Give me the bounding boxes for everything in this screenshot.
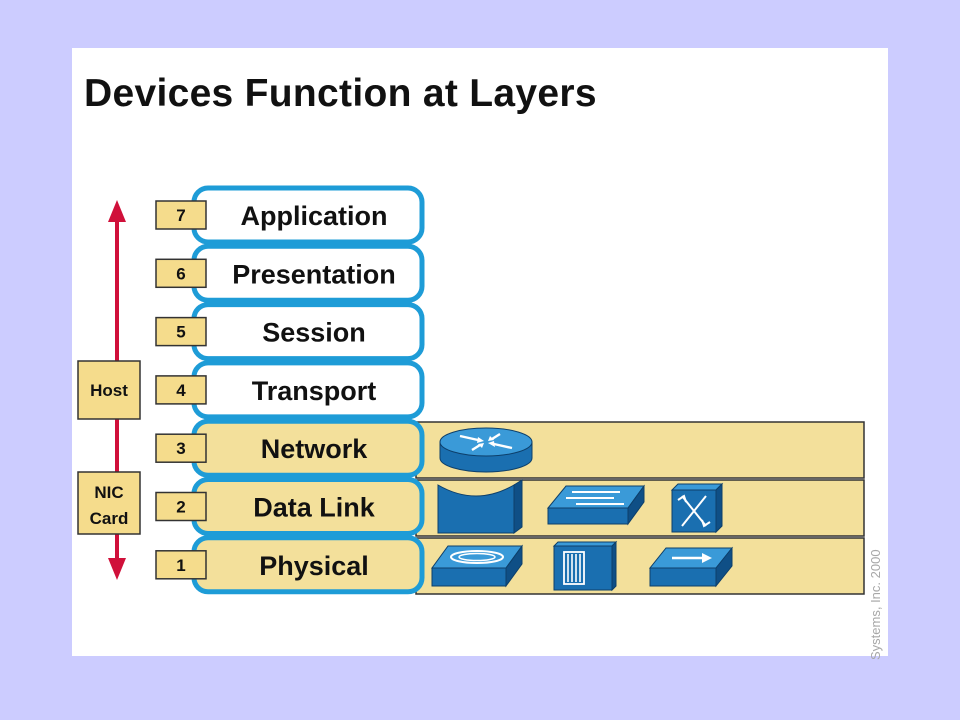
arrow-up-head [108,200,126,222]
layer-number: 1 [176,556,185,575]
layer-number: 4 [176,381,186,400]
router-icon [439,427,533,473]
repeater-icon [552,540,618,592]
layer-session: 5 Session [155,302,425,362]
slide-title: Devices Function at Layers [84,72,597,115]
layer-physical: 1 Physical [155,535,425,595]
layer-number: 5 [176,323,185,342]
host-label: Host [90,381,128,400]
layer-number-box [155,200,207,230]
hub-icon [431,544,523,588]
layer-name: Application [241,201,388,231]
bridge-icon [437,479,523,534]
layer-number-box [155,375,207,405]
layer-presentation: 6 Presentation [155,243,425,303]
host-box: Host [77,360,141,420]
nic-card-box: NIC Card [77,471,141,535]
layer-name: Physical [259,551,369,581]
card-label: Card [90,509,129,528]
layer-number-box [155,550,207,580]
layer-name: Session [262,318,366,348]
nic-label: NIC [94,483,123,502]
layer-data-link: 2 Data Link [155,477,425,536]
arrow-down-head [108,558,126,580]
layer-number: 3 [176,439,185,458]
layer-name: Presentation [232,259,396,289]
switch-icon [546,484,645,526]
layer-name: Data Link [253,493,376,523]
layer-number: 7 [176,206,185,225]
layer-network: 3 Network [155,418,425,478]
transceiver-icon [648,546,734,588]
layer-transport: 4 Transport [155,360,425,420]
atm-switch-icon [670,482,724,534]
layer-name: Network [261,434,369,464]
layer-number-box [155,491,207,522]
copyright-text: Systems, Inc. 2000 [868,549,883,660]
layer-number: 6 [176,264,185,283]
layer-number-box [155,433,207,463]
layer-number: 2 [176,498,185,517]
layer-stack: 7 Application 6 Presentation 5 Session 4 Transp… [155,185,425,595]
layer-number-box [155,258,207,289]
layer-number-box [155,316,207,347]
layer-name: Transport [252,376,377,406]
layer-application: 7 Application [155,185,425,245]
